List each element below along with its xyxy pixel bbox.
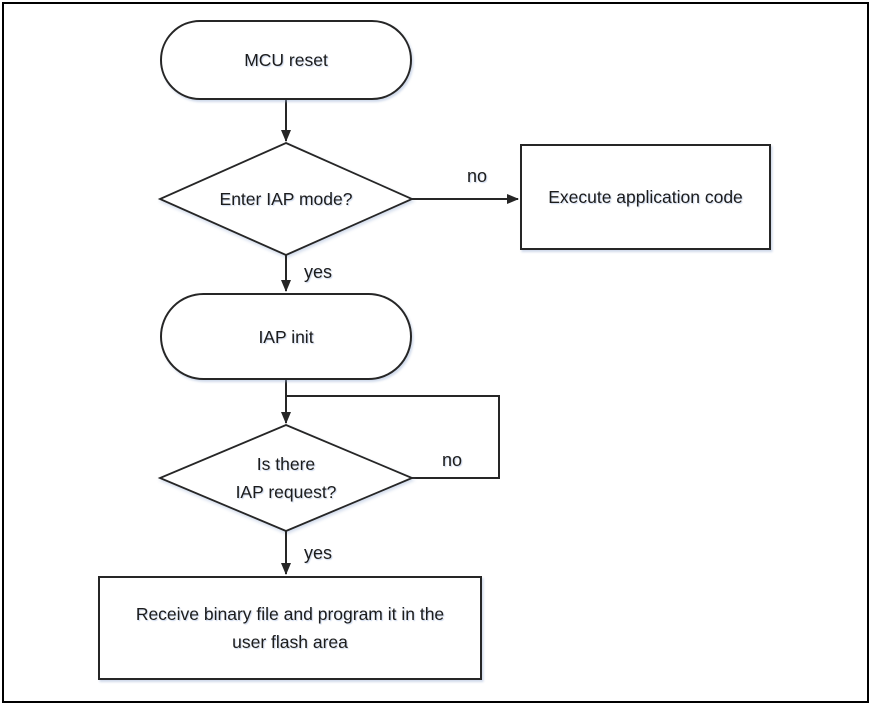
node-mcu-reset: MCU reset xyxy=(160,20,412,100)
edge-label-yes-enter-iap: yes xyxy=(303,262,332,282)
node-execute-application-code: Execute application code xyxy=(520,144,771,250)
node-enter-iap-mode: Enter IAP mode? xyxy=(166,143,406,255)
edge-iap-request-no-loop xyxy=(286,395,500,479)
node-enter-iap-mode-label: Enter IAP mode? xyxy=(219,189,353,209)
node-receive-and-program: Receive binary file and program it in th… xyxy=(98,576,482,680)
edge-label-no-enter-iap: no xyxy=(466,166,488,186)
node-is-there-iap-request: Is there IAP request? xyxy=(166,425,406,531)
node-iap-init-label: IAP init xyxy=(258,326,314,347)
node-mcu-reset-label: MCU reset xyxy=(244,50,328,70)
node-execute-application-code-label: Execute application code xyxy=(548,187,743,207)
edge-label-yes-iap-request: yes xyxy=(303,543,332,563)
node-receive-and-program-label: Receive binary file and program it in th… xyxy=(135,604,445,652)
edge-label-no-iap-request: no xyxy=(441,450,463,470)
node-iap-init: IAP init xyxy=(160,293,412,380)
node-is-there-iap-request-label: Is there IAP request? xyxy=(235,454,337,502)
